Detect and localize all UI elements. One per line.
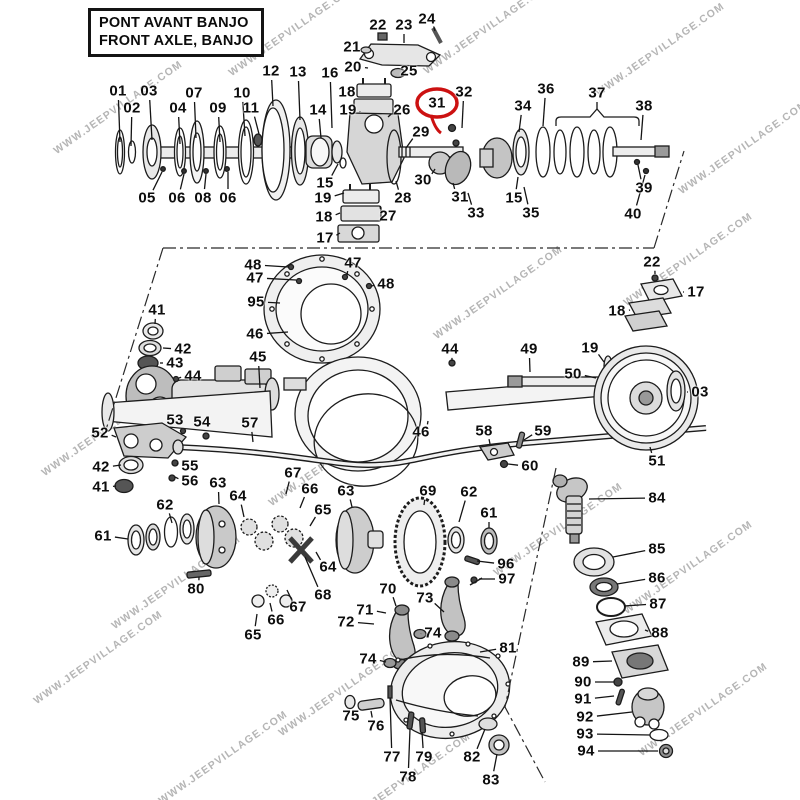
watermark-text: WWW.JEEPVILLAGE.COM [432,243,566,342]
watermark-text: WWW.JEEPVILLAGE.COM [677,98,800,197]
watermark-text: WWW.JEEPVILLAGE.COM [622,210,756,309]
watermark-text: WWW.JEEPVILLAGE.COM [422,0,556,77]
watermark-text: WWW.JEEPVILLAGE.COM [340,730,474,800]
title-line-1: PONT AVANT BANJO [99,15,249,31]
drawing-layer [101,27,707,759]
boundary-dashes [103,150,685,783]
leader-lines [111,26,688,772]
watermark-text: WWW.JEEPVILLAGE.COM [157,708,291,800]
watermark-text: WWW.JEEPVILLAGE.COM [594,0,728,99]
title-line-2: FRONT AXLE, BANJO [99,33,254,50]
highlight-circle [415,87,459,135]
watermark-text: WWW.JEEPVILLAGE.COM [32,608,166,707]
title-box: PONT AVANT BANJO FRONT AXLE, BANJO [88,8,265,58]
watermark-text: WWW.JEEPVILLAGE.COM [622,518,756,617]
